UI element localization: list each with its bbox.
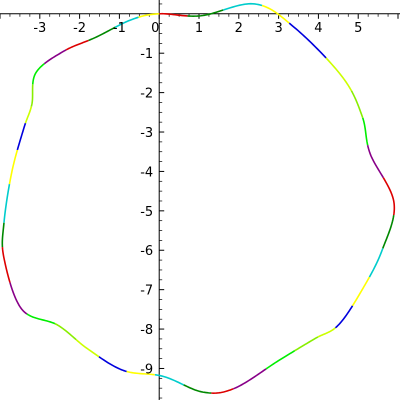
curve-segment <box>1 247 11 283</box>
curve-segment <box>288 22 327 59</box>
x-tick-label: -3 <box>33 21 46 36</box>
y-tick-label: -9 <box>140 362 153 377</box>
curve-segment <box>26 313 56 325</box>
curve-segment <box>43 49 67 65</box>
curve-segment <box>187 9 224 17</box>
curve-segment <box>126 370 155 376</box>
x-tick-label: 5 <box>354 21 362 36</box>
curve-segment <box>325 57 353 92</box>
x-tick-label: 3 <box>274 21 282 36</box>
y-tick-label: -5 <box>140 205 153 220</box>
curve-segment <box>211 388 234 394</box>
y-tick-label: -1 <box>140 47 153 62</box>
curve-segment <box>366 144 385 179</box>
y-tick-label: -6 <box>140 244 153 259</box>
curve-segment <box>351 276 371 307</box>
curve-segment <box>232 368 267 390</box>
curve-segment <box>294 336 319 352</box>
x-tick-label: 2 <box>235 21 243 36</box>
curve-segment <box>75 339 100 358</box>
curve-segment <box>114 16 139 28</box>
curve-segment <box>1 222 5 248</box>
curve-segment <box>65 39 89 51</box>
curve-segment <box>382 177 396 216</box>
curve-segment <box>88 26 116 42</box>
curve-segment <box>317 327 336 338</box>
curve-segment <box>24 106 33 124</box>
curve-segment <box>261 4 290 24</box>
curve-segment <box>138 12 160 18</box>
curve-segment <box>159 12 188 17</box>
curve-segment <box>350 90 364 119</box>
curve-segment <box>9 282 28 315</box>
x-tick-label: -2 <box>73 21 86 36</box>
y-tick-label: -8 <box>140 323 153 338</box>
y-tick-label: -7 <box>140 284 153 299</box>
curve-segment <box>368 248 384 278</box>
curve-segment <box>334 305 354 329</box>
curve-segment <box>183 384 212 394</box>
curve-segment <box>361 117 369 146</box>
curve-segment <box>222 2 263 11</box>
curve-segment <box>3 183 11 223</box>
y-tick-label: -3 <box>140 126 153 141</box>
x-tick-label: 1 <box>195 21 203 36</box>
tick-labels-group: -3 -2 -1 0 1 2 3 4 5 -1 -2 -3 -4 -5 -6 -7 -8 -9 <box>33 21 362 378</box>
curve-segment <box>154 373 184 386</box>
x-tick-label: 0 <box>151 21 159 36</box>
curve-segment <box>31 63 45 85</box>
curve-segment <box>30 84 34 107</box>
curve-segment <box>54 322 77 341</box>
curve-segment <box>98 356 127 373</box>
curve-segment <box>16 122 27 151</box>
curve-segment <box>382 214 395 249</box>
curve-segment <box>8 149 19 185</box>
curve-group <box>1 2 396 394</box>
y-tick-label: -2 <box>140 87 153 102</box>
curve-segment <box>265 350 296 370</box>
y-tick-label: -4 <box>140 165 153 180</box>
x-tick-label: -1 <box>113 21 126 36</box>
x-tick-label: 4 <box>314 21 322 36</box>
